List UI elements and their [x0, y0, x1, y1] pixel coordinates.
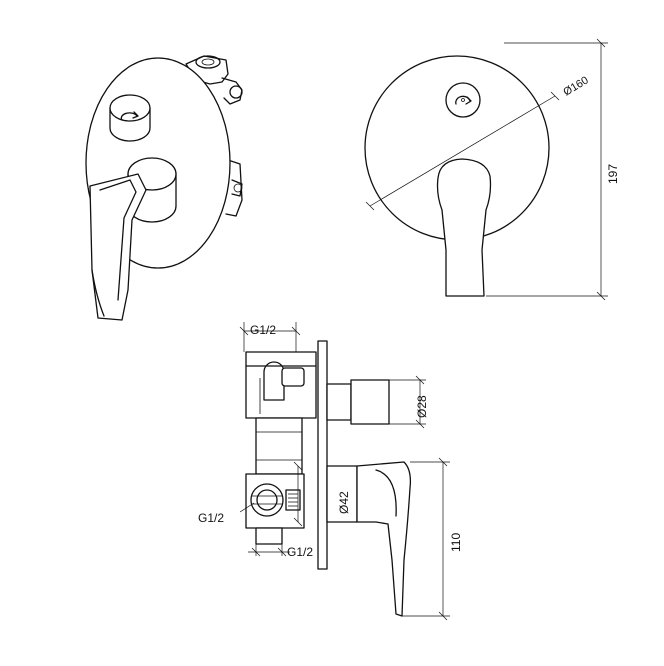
- side-lever: [356, 461, 412, 617]
- front-lever: [436, 158, 492, 297]
- sleeve-diameter-label: Ø28: [415, 395, 429, 418]
- side-cover-plate: [317, 340, 328, 570]
- thread-side-label: G1/2: [198, 511, 224, 525]
- front-view: Ø160 197: [364, 38, 620, 301]
- lever-handle: [89, 173, 147, 321]
- diverter-knob: [109, 94, 151, 142]
- thread-bottom-label: G1/2: [287, 545, 313, 559]
- perspective-view: [85, 55, 243, 321]
- valve-body-upper: [245, 351, 317, 419]
- valve-body-middle: [255, 417, 303, 475]
- front-diverter-knob: [445, 82, 481, 118]
- diverter-sleeve: [326, 383, 352, 421]
- side-port: [250, 483, 301, 517]
- plate-diameter-label: Ø160: [561, 74, 590, 98]
- side-view: G1/2 G1/2 G1/2: [198, 322, 463, 621]
- thread-top-label: G1/2: [250, 323, 276, 337]
- body-diameter-label: Ø42: [337, 491, 351, 514]
- lever-height-label: 110: [449, 533, 463, 552]
- height-dimension-label: 197: [606, 164, 620, 184]
